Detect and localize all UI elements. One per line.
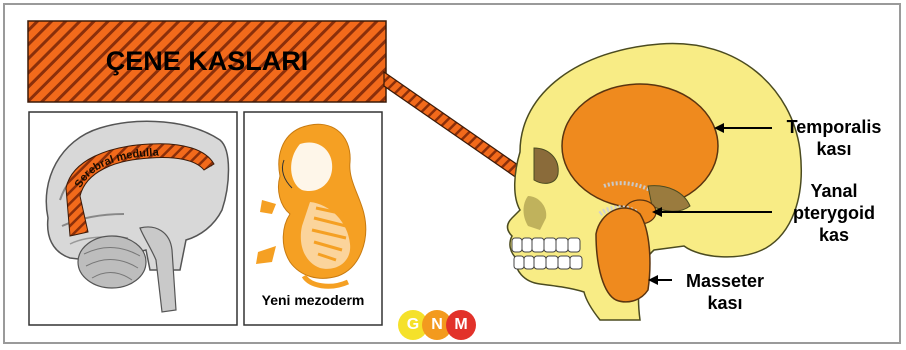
pterygoid-line3: kas <box>774 224 894 246</box>
page-title: ÇENE KASLARI <box>28 21 386 102</box>
masseter-line1: Masseter <box>670 270 780 292</box>
masseter-line2: kası <box>670 292 780 314</box>
pterygoid-line2: pterygoid <box>774 202 894 224</box>
pterygoid-line1: Yanal <box>774 180 894 202</box>
logo-letter-m: M <box>446 310 476 340</box>
lateral-pterygoid-label: Yanal pterygoid kas <box>774 180 894 246</box>
temporalis-line2: kası <box>774 138 894 160</box>
temporalis-label: Temporalis kası <box>774 116 894 160</box>
embryo-caption: Yeni mezoderm <box>244 292 382 308</box>
lower-teeth <box>514 256 582 269</box>
temporalis-line1: Temporalis <box>774 116 894 138</box>
masseter-label: Masseter kası <box>670 270 780 314</box>
upper-teeth <box>512 238 580 252</box>
